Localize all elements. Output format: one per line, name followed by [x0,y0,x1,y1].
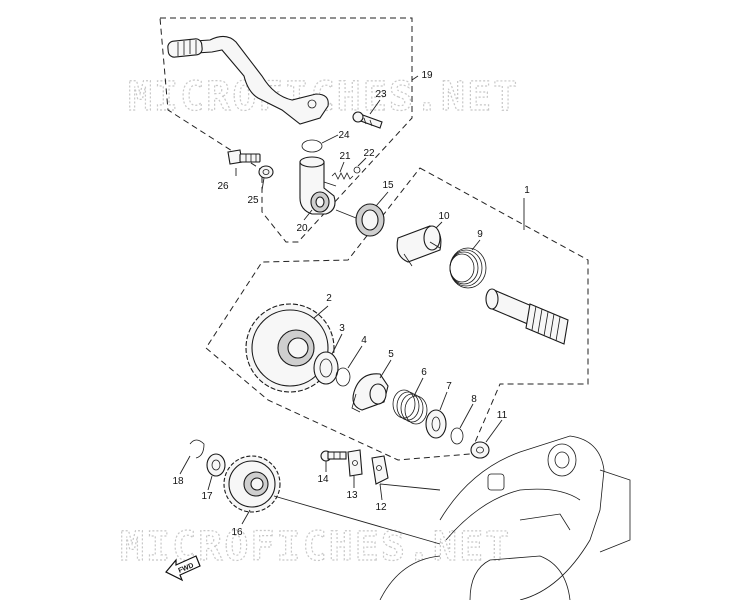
crankcase [379,435,631,600]
callout-13: 13 [346,490,358,501]
callout-7: 7 [446,381,452,392]
callout-26: 26 [217,181,229,192]
washer-11 [470,441,490,459]
callout-18: 18 [172,476,184,487]
callout-4: 4 [361,335,367,346]
bolt-26 [227,149,261,165]
callout-3: 3 [339,323,345,334]
spring-6 [392,389,428,425]
washer-7 [425,409,447,439]
kick-axle-1 [485,288,569,345]
callout-19: 19 [421,70,433,81]
leader-lines [179,75,525,545]
callout-24: 24 [338,130,350,141]
callout-6: 6 [421,367,427,378]
oil-seal-15 [335,203,385,237]
washer-25 [258,165,274,179]
callout-21: 21 [339,151,351,162]
callout-15: 15 [382,180,394,191]
callout-20: 20 [296,223,308,234]
kick-axle-assembly-outline [205,167,589,461]
kick-lever [167,35,329,125]
callout-22: 22 [363,148,375,159]
callout-2: 2 [326,293,332,304]
stopper-12 [371,455,389,485]
callout-1: 1 [524,185,530,196]
spring-guide-10 [396,225,442,267]
kick-lever-group-outline [159,17,413,243]
spring-21 [331,172,354,180]
callout-23: 23 [375,89,387,100]
bolt-23 [352,111,383,129]
callout-25: 25 [247,195,259,206]
callout-9: 9 [477,229,483,240]
bolt-14 [320,450,347,462]
ratchet-wheel-5 [351,373,389,413]
ball-22 [353,166,361,174]
callout-labels: 1 2 3 4 5 6 7 8 9 10 11 12 13 14 15 16 1… [172,70,530,538]
callout-16: 16 [231,527,243,538]
callout-11: 11 [497,410,508,421]
circlip-24 [301,139,323,153]
torsion-spring-9 [429,241,487,289]
kick-boss-20 [299,156,337,215]
circlip-18 [189,439,205,459]
kick-gear-2 [245,303,335,393]
callout-12: 12 [375,502,387,513]
washer-3 [313,351,339,385]
circlip-8 [450,427,464,445]
callout-14: 14 [317,474,329,485]
callout-5: 5 [388,349,394,360]
callout-10: 10 [438,211,450,222]
circlip-4 [335,367,351,387]
washer-17 [206,453,226,477]
watermark-bottom: MICROFICHES.NET [120,524,511,570]
idle-gear-16 [223,455,281,513]
callout-17: 17 [201,491,213,502]
plate-13 [347,449,363,477]
callout-8: 8 [471,394,477,405]
